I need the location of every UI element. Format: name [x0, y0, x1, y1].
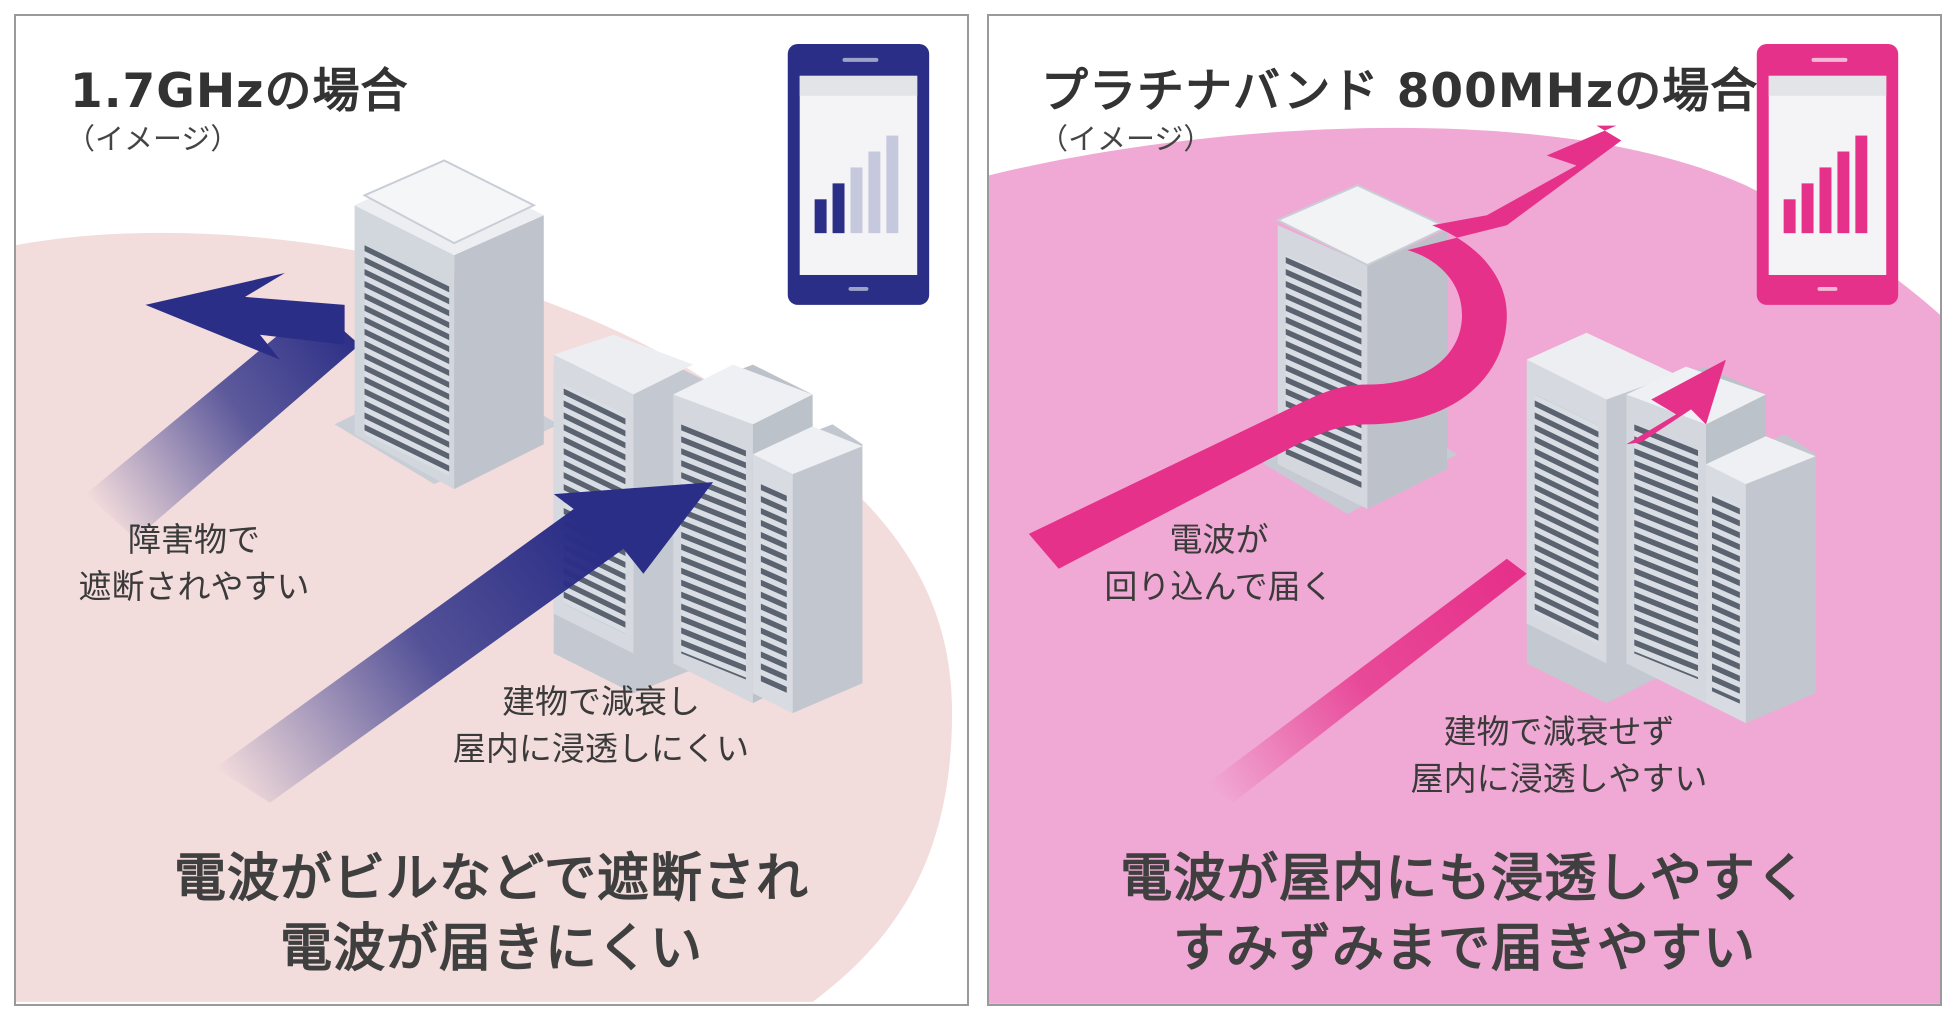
panel-1-7ghz: 1.7GHzの場合 （イメージ） 障害物で 遮断されやすい 建物で減衰し 屋内に…: [14, 14, 969, 1006]
panel-caption: 電波がビルなどで遮断され 電波が届きにくい: [16, 844, 967, 984]
signal-bar: [1855, 136, 1867, 234]
building-penetration-label: 建物で減衰し 屋内に浸透しにくい: [441, 678, 761, 772]
panel-subtitle: （イメージ）: [1039, 116, 1212, 158]
signal-bar: [1784, 199, 1796, 233]
building-penetration-label: 建物で減衰せず 屋内に浸透しやすい: [1389, 708, 1729, 802]
panel-subtitle: （イメージ）: [66, 116, 239, 158]
wrap-around-label: 電波が 回り込んで届く: [1089, 516, 1349, 610]
signal-bar: [815, 199, 827, 233]
panel-title: 1.7GHzの場合: [70, 52, 409, 121]
signal-bar: [868, 152, 880, 234]
signal-bar: [833, 183, 845, 233]
office-building-icon: [1248, 185, 1457, 514]
signal-bar: [1837, 152, 1849, 234]
panel-title: プラチナバンド 800MHzの場合: [1041, 52, 1758, 121]
signal-bar: [850, 167, 862, 233]
smartphone-icon: [1757, 44, 1898, 305]
obstacle-label: 障害物で 遮断されやすい: [54, 516, 334, 610]
signal-bar: [886, 136, 898, 234]
smartphone-icon: [788, 44, 929, 305]
panel-800mhz: プラチナバンド 800MHzの場合 （イメージ） 電波が 回り込んで届く 建物で…: [987, 14, 1942, 1006]
panel-caption: 電波が屋内にも浸透しやすく すみずみまで届きやすい: [989, 844, 1940, 984]
signal-bar: [1820, 167, 1832, 233]
signal-bar: [1802, 183, 1814, 233]
office-building-icon: [335, 160, 559, 489]
